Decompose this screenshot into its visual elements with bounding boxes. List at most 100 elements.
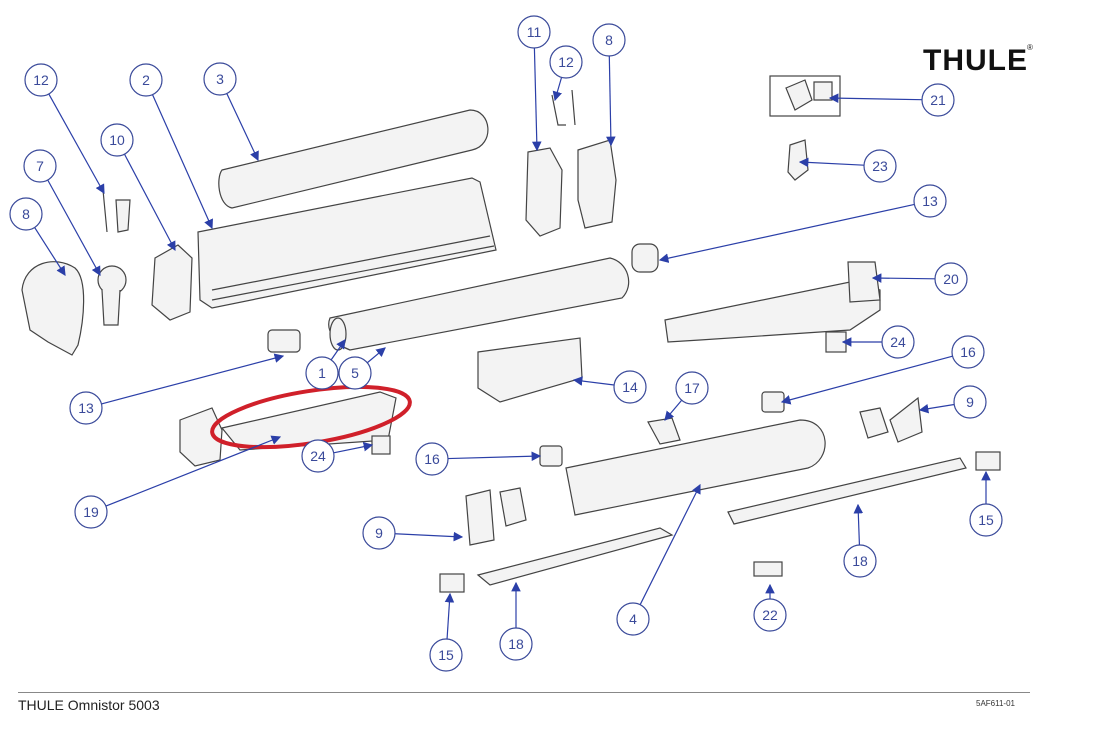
callout-label-18: 18 [852, 553, 868, 569]
callout-circle-16 [951, 335, 985, 369]
callout-label-18: 18 [508, 636, 524, 652]
diagram-title: THULE Omnistor 5003 [18, 697, 160, 713]
leader-line-9 [394, 531, 464, 542]
part-pin-right [551, 94, 566, 126]
callout-label-15: 15 [438, 647, 454, 663]
callout-circle-24 [881, 325, 915, 359]
callout-circle-22 [753, 598, 787, 632]
leader-line-10 [123, 153, 176, 252]
callout-label-20: 20 [943, 271, 959, 287]
callout-label-22: 22 [762, 607, 778, 623]
part-22 [753, 561, 783, 577]
callout-circle-1 [305, 356, 339, 390]
callout-label-23: 23 [872, 158, 888, 174]
part-top-cover [218, 109, 489, 209]
parts-layer [21, 75, 1001, 593]
callout-circle-3 [203, 62, 237, 96]
part-spring-wheel [97, 265, 127, 295]
callout-circle-16 [415, 442, 449, 476]
callout-circle-18 [499, 627, 533, 661]
callout-circle-2 [129, 63, 163, 97]
callout-label-8: 8 [605, 32, 613, 48]
callout-circle-12 [24, 63, 58, 97]
callout-label-13: 13 [922, 193, 938, 209]
leader-line-8 [606, 55, 616, 147]
callout-circle-13 [913, 184, 947, 218]
callout-label-16: 16 [960, 344, 976, 360]
leader-line-18 [853, 503, 864, 546]
diagram-code: 5AF611-01 [976, 699, 1015, 708]
callout-label-10: 10 [109, 132, 125, 148]
part-end-cover-left [21, 261, 85, 356]
leader-line-2 [151, 94, 213, 230]
part-end-plug-right [631, 243, 659, 273]
callout-label-8: 8 [22, 206, 30, 222]
callout-circle-21 [921, 83, 955, 117]
part-connector-24-bottom [371, 435, 391, 455]
brand-logo: THULE ® [923, 43, 1033, 77]
leader-line-24 [333, 441, 374, 454]
callout-circle-7 [23, 149, 57, 183]
leader-line-12 [48, 93, 105, 195]
leader-line-16 [447, 451, 542, 462]
callout-label-5: 5 [351, 365, 359, 381]
callout-circle-13 [69, 391, 103, 425]
part-bracket-right [525, 147, 563, 237]
callout-label-16: 16 [424, 451, 440, 467]
callout-circle-12 [549, 45, 583, 79]
callout-label-12: 12 [33, 72, 49, 88]
leader-line-11 [531, 47, 542, 152]
leader-line-12 [552, 77, 563, 102]
callout-label-9: 9 [375, 525, 383, 541]
callout-circle-17 [675, 371, 709, 405]
brand-trademark: ® [1027, 43, 1033, 52]
callout-circle-20 [934, 262, 968, 296]
callout-circle-14 [613, 370, 647, 404]
leader-line-7 [47, 179, 101, 277]
brand-name: THULE [923, 44, 1028, 77]
leader-line-5 [366, 347, 386, 364]
leader-line-15 [444, 592, 455, 640]
part-front-bar [565, 419, 826, 516]
callout-label-4: 4 [629, 611, 637, 627]
leader-line-13 [101, 353, 285, 405]
callout-label-17: 17 [684, 380, 700, 396]
callout-circle-9 [362, 516, 396, 550]
leader-line-19 [105, 435, 282, 507]
callout-circle-5 [338, 356, 372, 390]
leader-line-1 [330, 339, 346, 361]
callout-label-1: 1 [318, 365, 326, 381]
part-bracket-23 [787, 139, 809, 181]
callout-circle-23 [863, 149, 897, 183]
part-end-cap-9-right [889, 396, 923, 443]
callout-label-15: 15 [978, 512, 994, 528]
leader-line-21 [828, 93, 923, 103]
part-17 [647, 417, 681, 445]
callout-circle-19 [74, 495, 108, 529]
part-arm-right [664, 281, 881, 343]
callout-circle-10 [100, 123, 134, 157]
callout-circle-11 [517, 15, 551, 49]
callout-label-3: 3 [216, 71, 224, 87]
part-16-left [539, 445, 563, 467]
callout-circle-8 [9, 197, 43, 231]
part-roller-tube [329, 317, 347, 351]
callout-label-9: 9 [966, 394, 974, 410]
part-15-left [439, 573, 465, 593]
callout-circle-9 [953, 385, 987, 419]
part-arm-19 [179, 407, 223, 467]
callout-circle-4 [616, 602, 650, 636]
part-rail-18-left [476, 527, 674, 586]
part-bracket-left [151, 244, 193, 321]
part-profile [197, 177, 497, 309]
part-end-plug-left [267, 329, 301, 353]
leader-line-17 [664, 399, 683, 421]
callout-circle-15 [429, 638, 463, 672]
part-rail-18-right [727, 457, 967, 525]
callout-circle-8 [592, 23, 626, 57]
leader-line-4 [639, 483, 701, 605]
footer-divider [18, 692, 1030, 693]
